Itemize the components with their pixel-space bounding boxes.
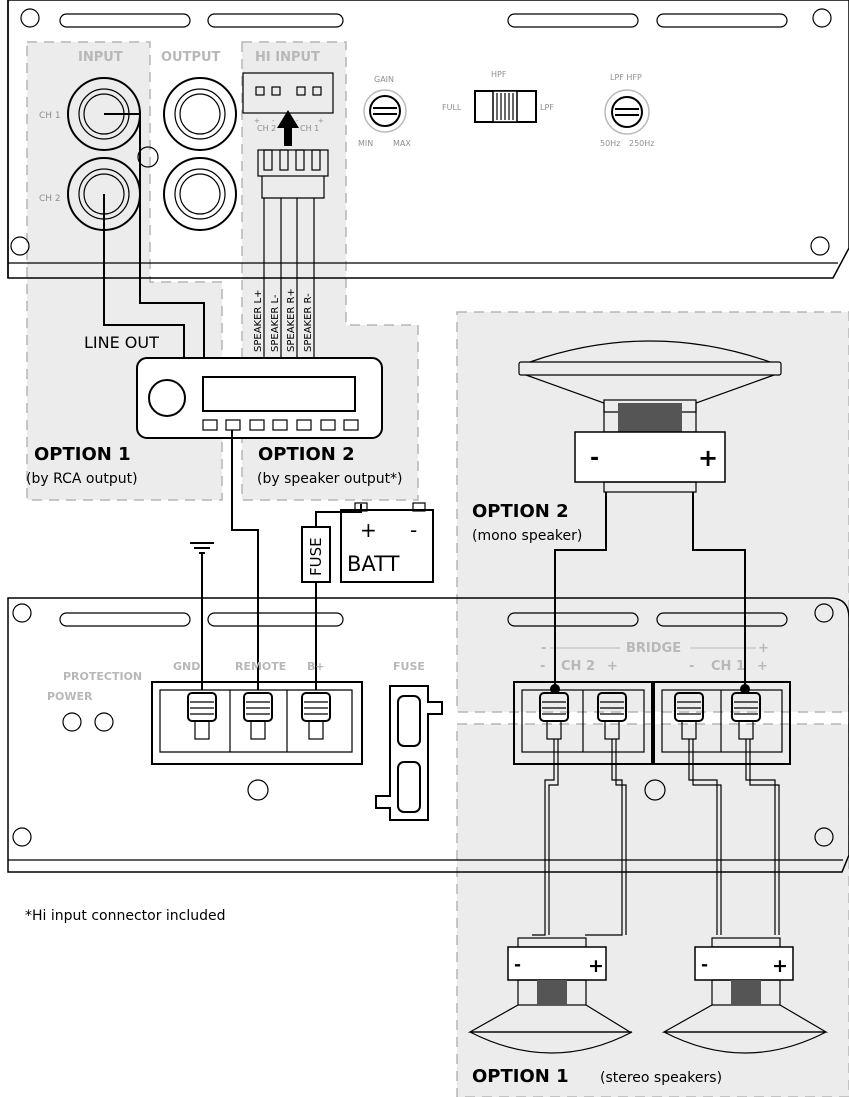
option1-rca-sub: (by RCA output) (26, 471, 138, 487)
ch2-plus: + (607, 659, 618, 674)
mono-plus: + (698, 444, 718, 472)
ch1-minus-terminal[interactable] (674, 692, 704, 740)
gnd-label: GND (173, 660, 200, 673)
bridge-label: BRIDGE (626, 641, 681, 656)
hi-ch1-label: CH 1 (300, 124, 319, 133)
right-plus: + (772, 955, 788, 977)
option-regions (26, 41, 849, 1097)
stereo-speaker-left: - + (467, 937, 633, 1054)
mono-wires (550, 492, 750, 694)
bplus-terminal[interactable] (301, 692, 331, 740)
mono-speaker: - + (518, 340, 782, 493)
gain-label: GAIN (374, 75, 394, 84)
bridge-plus: + (758, 641, 769, 656)
head-unit (136, 357, 383, 439)
mono-minus: - (590, 446, 599, 471)
speaker-wires (263, 198, 315, 358)
insert-arrow-icon (277, 110, 299, 146)
top-amplifier (7, 0, 849, 279)
mono-option-title: OPTION 2 (472, 501, 569, 522)
amp-fuse-label: FUSE (393, 660, 425, 673)
ground-icon (190, 542, 214, 690)
hi-input-label: HI INPUT (255, 50, 320, 65)
gnd-terminal[interactable] (187, 692, 217, 740)
batt-label: BATT (347, 552, 400, 576)
hpf-switch[interactable]: HPF FULL LPF (442, 70, 554, 123)
hi-ch2-label: CH 2 (257, 124, 276, 133)
footnote: *Hi input connector included (25, 908, 226, 924)
power-terminal-block[interactable] (151, 681, 363, 765)
stereo-option-sub: (stereo speakers) (600, 1070, 722, 1086)
svg-text:-: - (296, 117, 299, 125)
ch1-minus: - (689, 659, 694, 674)
rca-wires (103, 113, 205, 358)
ch2-minus: - (540, 659, 545, 674)
battery: + - BATT (340, 502, 434, 583)
power-led (62, 712, 82, 732)
output-label: OUTPUT (161, 50, 221, 65)
speaker-r-plus-label: SPEAKER R+ (286, 288, 297, 352)
gain-max-label: MAX (393, 139, 411, 148)
speaker-terminal-block-ch1[interactable] (653, 681, 791, 765)
speaker-l-plus-label: SPEAKER L+ (253, 290, 264, 353)
remote-label: REMOTE (235, 660, 286, 673)
ch2-label: CH 2 (561, 659, 595, 674)
ch1-plus: + (757, 659, 768, 674)
crossover-knob[interactable]: LPF HFP 50Hz 250Hz (600, 73, 654, 148)
mono-option-sub: (mono speaker) (472, 528, 582, 544)
svg-text:+: + (318, 117, 324, 125)
power-label: POWER (47, 690, 93, 703)
line-out-label: LINE OUT (84, 333, 159, 352)
rca-output-ch1[interactable] (163, 77, 237, 151)
stereo-speaker-right: - + (661, 937, 829, 1054)
freq-high-label: 250Hz (629, 139, 654, 148)
remote-wire (231, 430, 259, 690)
input-label: INPUT (78, 50, 123, 65)
rca-ch1-label: CH 1 (39, 111, 61, 121)
batt-plus: + (360, 518, 377, 542)
bottom-amplifier (7, 597, 849, 873)
protection-led (94, 712, 114, 732)
rca-output-ch2[interactable] (163, 157, 237, 231)
full-label: FULL (442, 103, 462, 112)
hpf-label: HPF (491, 70, 507, 79)
speaker-l-minus-label: SPEAKER L- (270, 294, 281, 352)
right-minus: - (701, 955, 708, 975)
gain-knob[interactable]: GAIN MIN MAX (358, 75, 411, 148)
remote-terminal[interactable] (243, 692, 273, 740)
left-plus: + (588, 955, 604, 977)
amp-fuse-holder[interactable] (375, 685, 443, 821)
hi-input-plug (257, 149, 329, 199)
stereo-option-title: OPTION 1 (472, 1066, 569, 1087)
lpf-label: LPF (540, 103, 554, 112)
speaker-terminal-block-ch2[interactable] (513, 681, 653, 765)
option2-speaker-title: OPTION 2 (258, 444, 355, 465)
svg-text:+: + (254, 117, 260, 125)
protection-label: PROTECTION (63, 670, 142, 683)
batt-minus: - (410, 518, 417, 542)
rca-ch2-label: CH 2 (39, 194, 61, 204)
svg-text:-: - (272, 117, 275, 125)
stereo-wires (532, 739, 780, 936)
lpf-hfp-label: LPF HFP (610, 73, 642, 82)
inline-fuse (301, 526, 331, 583)
freq-low-label: 50Hz (600, 139, 620, 148)
left-minus: - (514, 955, 521, 975)
speaker-r-minus-label: SPEAKER R- (303, 293, 314, 352)
inline-fuse-label: FUSE (307, 537, 325, 576)
option2-speaker-sub: (by speaker output*) (257, 471, 403, 487)
gain-min-label: MIN (358, 139, 373, 148)
option1-rca-title: OPTION 1 (34, 444, 131, 465)
ch1-label: CH 1 (711, 659, 745, 674)
bplus-label: B+ (307, 660, 325, 673)
bridge-minus: - (541, 641, 546, 656)
